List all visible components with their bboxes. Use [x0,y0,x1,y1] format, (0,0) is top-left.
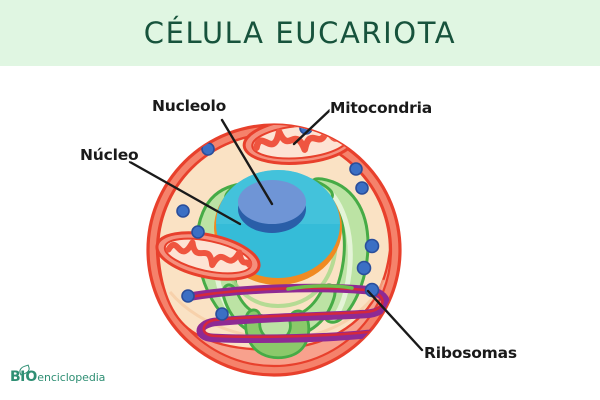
golgi-green-sliver [286,284,354,291]
leader-line-ribosomas [366,289,424,352]
er-right-highlight [323,185,353,321]
nucleolus [238,180,306,233]
ribosome-dot [349,162,363,176]
ribosome-dot [356,260,372,276]
logo-prefix: B [10,369,21,385]
label-ribosomas: Ribosomas [424,344,517,362]
logo-mark: IO [18,364,38,385]
label-nucleo: Núcleo [80,146,139,164]
ribosome-dot [215,307,229,321]
logo-suffix: enciclopedia [37,371,106,384]
ribosome-dot [176,204,190,218]
diagram-stage [0,66,600,400]
golgi-vesicle-outer [360,373,384,375]
label-mitocondria: Mitocondria [330,99,432,117]
site-logo[interactable]: B IO enciclopedia [10,364,106,385]
ribosome-dot [355,181,369,195]
leader-line-mitocondria [292,108,332,146]
leader-lines [128,108,424,352]
golgi-vesicle-core [367,379,378,390]
leader-line-nucleo [128,160,242,226]
mitochondrion-lower-cristae [165,239,253,269]
logo-mark-text: IO [20,369,38,385]
leader-line-nucleolo [220,118,274,206]
cell-diagram-svg [128,108,424,390]
mitochondrion-lower [155,231,261,281]
ribosome-dot [181,289,195,303]
ribosome-group [176,125,380,321]
ribosome-dot [364,238,380,254]
cytoplasm-group [155,125,392,390]
label-nucleolo: Nucleolo [152,97,227,115]
page-title: CÉLULA EUCARIOTA [143,16,457,50]
ribosome-dot [191,225,205,239]
header-banner: CÉLULA EUCARIOTA [0,0,600,66]
